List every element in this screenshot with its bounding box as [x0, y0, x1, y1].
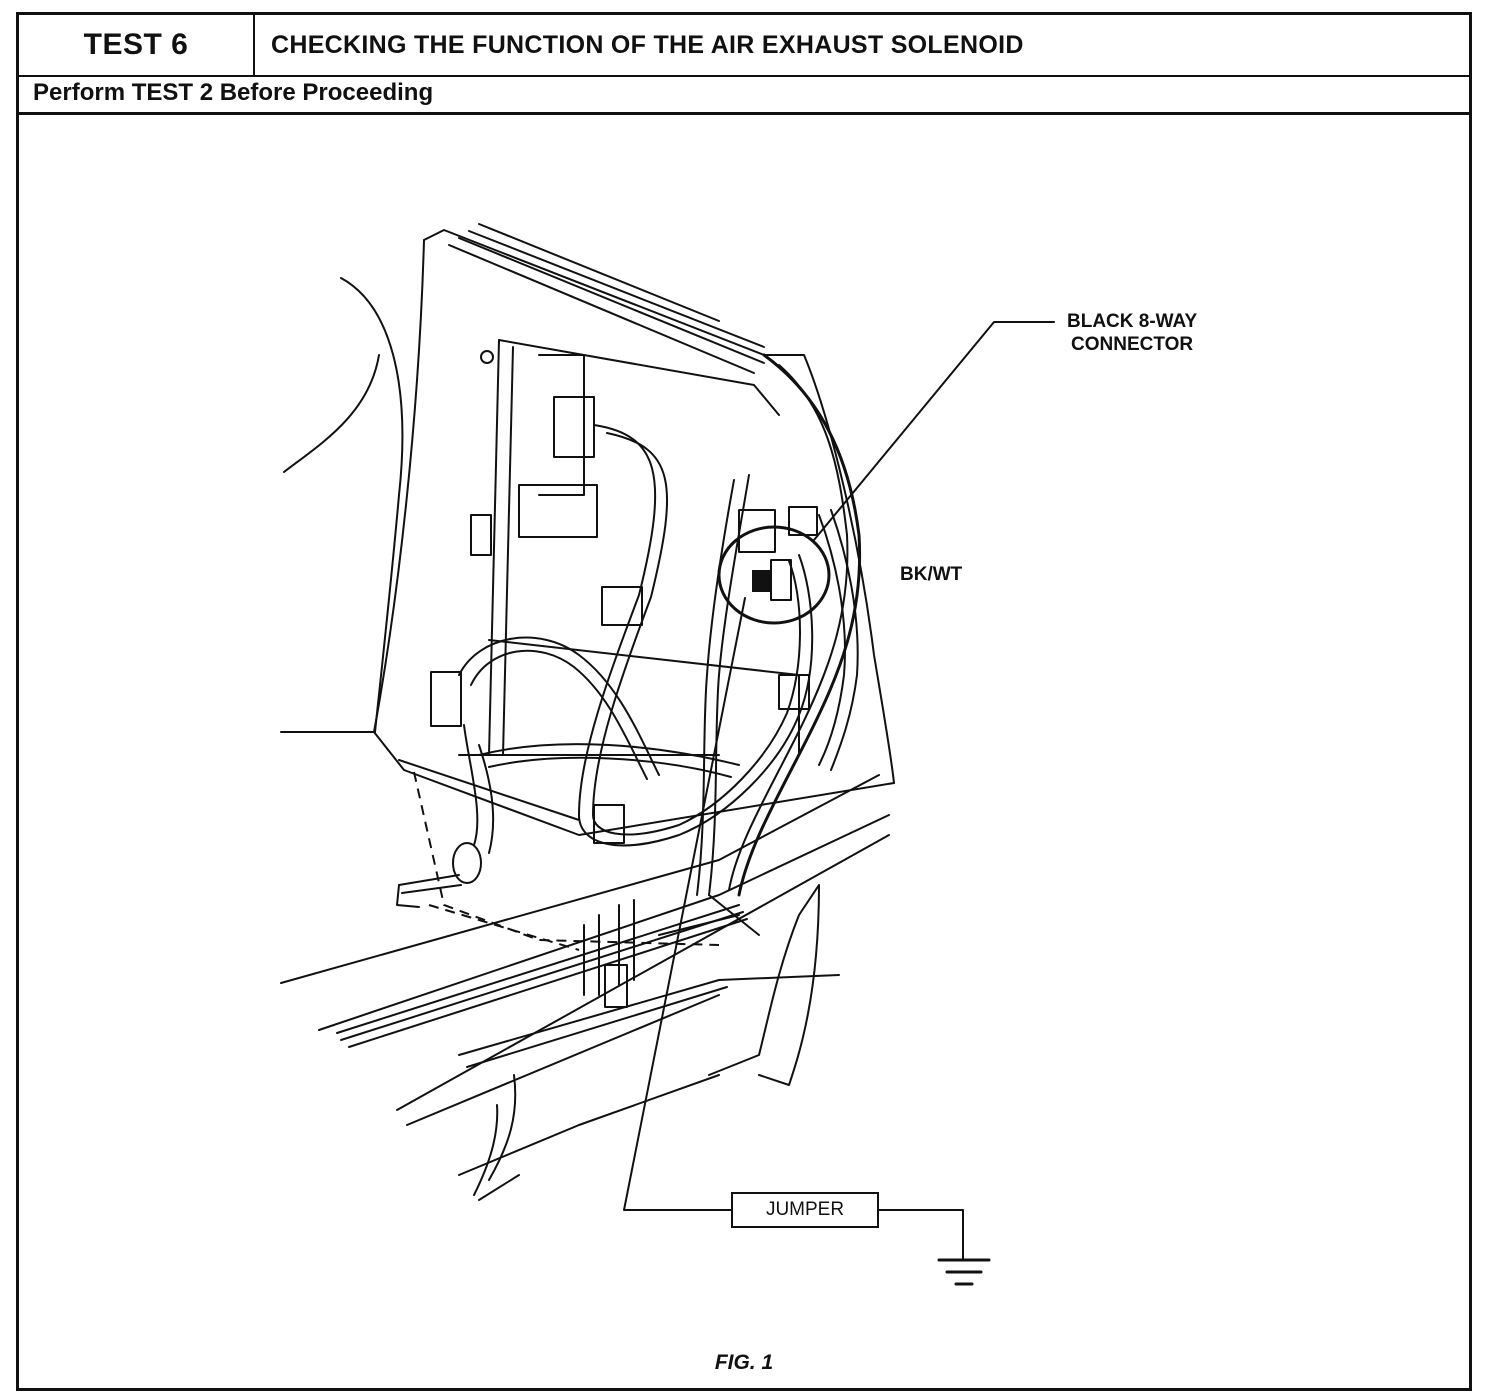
connector-callout-line2: CONNECTOR [1071, 334, 1194, 355]
figure-area: BLACK 8-WAY CONNECTOR BK/WT JUMPER FIG. … [19, 115, 1469, 1388]
connector-callout-line1: BLACK 8-WAY [1067, 311, 1198, 332]
test-number: TEST 6 [19, 15, 255, 75]
header-row: TEST 6 CHECKING THE FUNCTION OF THE AIR … [19, 15, 1469, 77]
test-title: CHECKING THE FUNCTION OF THE AIR EXHAUST… [271, 30, 1024, 59]
figure-caption: FIG. 1 [714, 1351, 774, 1374]
wire-color-label: BK/WT [900, 564, 963, 585]
prerequisite-note: Perform TEST 2 Before Proceeding [33, 79, 434, 106]
prerequisite-row: Perform TEST 2 Before Proceeding [19, 77, 1469, 115]
jumper-label: JUMPER [731, 1192, 879, 1228]
connector-callout: BLACK 8-WAY CONNECTOR [1067, 310, 1197, 356]
test-sheet-frame: TEST 6 CHECKING THE FUNCTION OF THE AIR … [16, 12, 1472, 1391]
illustration-door-wiring [280, 223, 1055, 1286]
